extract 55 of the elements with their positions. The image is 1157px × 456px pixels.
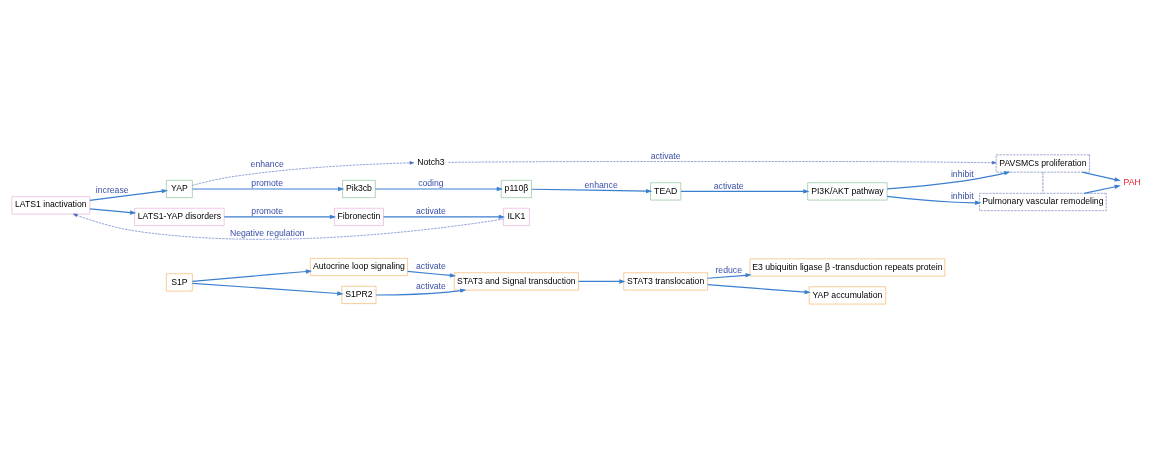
edge-label: enhance <box>584 179 618 190</box>
node-box: Pik3cb <box>342 180 376 198</box>
node-box: Autocrine loop signaling <box>310 258 408 276</box>
arrow <box>89 189 169 201</box>
node-text: Notch3 <box>417 156 445 167</box>
arrow <box>531 188 653 194</box>
edge-label: activate <box>650 150 681 161</box>
arrow <box>192 161 415 186</box>
node-box: Pulmonary vascular remodeling <box>979 193 1107 211</box>
edge-label: coding <box>418 178 444 189</box>
edge-label: enhance <box>250 158 284 169</box>
node-box: YAP accumulation <box>808 286 886 305</box>
edge-label: promote <box>251 178 284 189</box>
arrow <box>73 213 504 240</box>
node-box: PI3K/AKT pathway <box>807 182 888 201</box>
edge-label: Negative regulation <box>229 228 305 239</box>
arrow <box>191 269 313 282</box>
arrow <box>447 161 997 165</box>
arrow <box>1081 171 1121 182</box>
node-box: E3 ubiquitin ligase β -transduction repeats protein <box>749 258 946 277</box>
arrow <box>707 273 752 279</box>
arrow <box>89 208 137 215</box>
node-text: PAH <box>1123 177 1141 188</box>
node-box: PAVSMCs proliferation <box>995 154 1090 173</box>
arrow <box>1083 184 1121 194</box>
arrow <box>191 186 345 192</box>
arrow <box>382 214 506 220</box>
arrow <box>374 186 503 192</box>
edge-label: promote <box>251 206 284 217</box>
arrow <box>886 171 1011 190</box>
node-box: Fibronectin <box>334 208 384 226</box>
arrow <box>407 270 457 278</box>
edge-label: increase <box>95 185 129 196</box>
node-box: TEAD <box>650 182 682 201</box>
node-box: S1PR2 <box>341 286 377 304</box>
arrow <box>578 279 626 284</box>
node-box: p110β <box>501 180 532 198</box>
edge-label: inhibit <box>950 191 974 202</box>
arrow <box>707 284 811 295</box>
edge-label: reduce <box>715 264 742 275</box>
node-box: STAT3 translocation <box>623 272 708 291</box>
node-box: S1P <box>166 273 193 292</box>
edge-label: inhibit <box>950 168 974 179</box>
arrow <box>223 214 337 220</box>
arrow <box>191 282 344 296</box>
edge-label: activate <box>416 206 446 217</box>
arrow <box>886 195 982 205</box>
node-box: ILK1 <box>503 208 530 226</box>
edge-label: activate <box>416 261 446 272</box>
arrow <box>680 189 810 194</box>
arrow <box>375 288 467 296</box>
edge-label: activate <box>713 180 744 191</box>
node-box: YAP <box>166 180 193 198</box>
edge-label: activate <box>416 281 446 292</box>
node-box: LATS1-YAP disorders <box>134 208 225 226</box>
